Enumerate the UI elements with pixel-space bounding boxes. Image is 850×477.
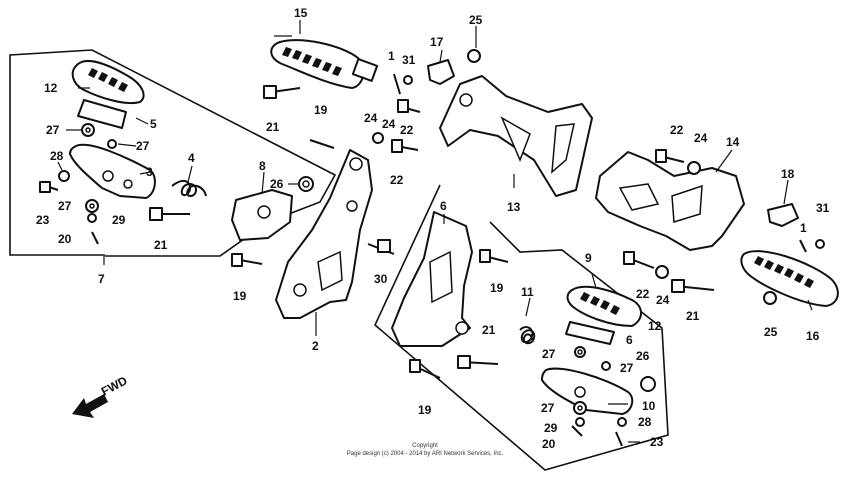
callout-29-lower: 29	[544, 421, 558, 435]
callout-24-center: 24	[656, 293, 670, 307]
callout-22-mid: 22	[390, 173, 404, 187]
footpeg-rubber-15[interactable]	[270, 39, 379, 89]
callout-24-right: 24	[694, 131, 708, 145]
callout-31: 31	[402, 53, 416, 67]
leader-lines	[57, 20, 813, 443]
callout-12: 12	[44, 81, 58, 95]
callout-25-right: 25	[764, 325, 778, 339]
assembly-frame-7	[9, 49, 337, 257]
callout-17: 17	[430, 35, 444, 49]
bracket-14[interactable]	[595, 151, 745, 251]
callout-20: 20	[58, 232, 72, 246]
forward-arrow-icon: FWD	[72, 373, 130, 418]
footpeg-rubber-12[interactable]	[71, 60, 145, 104]
clip-17[interactable]	[427, 59, 455, 85]
callout-2: 2	[312, 339, 319, 353]
callout-27-lower: 27	[541, 401, 555, 415]
callout-26-left: 26	[270, 177, 284, 191]
callout-19-top: 19	[314, 103, 328, 117]
callout-22-right: 22	[670, 123, 684, 137]
callout-23: 23	[36, 213, 50, 227]
callout-12-center: 12	[648, 319, 662, 333]
callout-8: 8	[259, 159, 266, 173]
callout-20-lower: 20	[542, 437, 556, 451]
clip-18[interactable]	[767, 203, 799, 227]
callout-1-right: 1	[800, 221, 807, 235]
callout-28: 28	[50, 149, 64, 163]
callout-18: 18	[781, 167, 795, 181]
callout-16: 16	[806, 329, 820, 343]
callout-3: 3	[146, 165, 153, 179]
callout-25-top: 25	[469, 13, 483, 27]
callout-19-left: 19	[233, 289, 247, 303]
footpeg-bracket-3[interactable]	[69, 143, 156, 199]
callout-22-center: 22	[636, 287, 650, 301]
copyright-notice: Page design (c) 2004 - 2014 by ARI Netwo…	[346, 451, 504, 457]
callout-7: 7	[98, 272, 105, 286]
callout-19-bottom: 19	[418, 403, 432, 417]
callout-24-mid: 24	[382, 117, 396, 131]
callout-21-right: 21	[686, 309, 700, 323]
spring-4[interactable]	[171, 180, 207, 197]
callout-6: 6	[440, 199, 447, 213]
plate-5[interactable]	[77, 99, 127, 129]
callout-15: 15	[294, 6, 308, 20]
callout-31-right: 31	[816, 201, 830, 215]
callout-27c: 27	[58, 199, 72, 213]
bracket-13[interactable]	[439, 75, 593, 197]
direction-label: FWD	[99, 373, 130, 398]
washers-nuts	[58, 49, 825, 427]
bolt-heads	[39, 85, 685, 373]
callout-6-center: 6	[626, 333, 633, 347]
footpeg-rubber-9[interactable]	[566, 285, 642, 327]
callout-27-center-b: 27	[620, 361, 634, 375]
callout-19-mid: 19	[490, 281, 504, 295]
callout-30: 30	[374, 272, 388, 286]
callout-9: 9	[585, 251, 592, 265]
callout-26-center: 26	[636, 349, 650, 363]
callout-27b: 27	[136, 139, 150, 153]
callout-11: 11	[521, 285, 534, 299]
bracket-6[interactable]	[391, 211, 473, 347]
callout-21-left: 21	[154, 238, 168, 252]
footpeg-bracket-10[interactable]	[541, 367, 634, 415]
assembly-frame-10	[374, 184, 669, 471]
callout-27: 27	[46, 123, 60, 137]
callout-21-center: 21	[482, 323, 496, 337]
plate-center[interactable]	[565, 321, 615, 345]
callout-24-top: 24	[364, 111, 378, 125]
callout-29: 29	[112, 213, 126, 227]
callout-numbers: 15 25 17 1 31 12 5 27 27 28 3 4 8 26 23 …	[36, 6, 830, 451]
callout-23-lower: 23	[650, 435, 664, 449]
footpeg-rubber-16[interactable]	[740, 250, 839, 307]
spring-11[interactable]	[519, 326, 536, 345]
callout-13: 13	[507, 200, 521, 214]
callout-5: 5	[150, 117, 157, 131]
cover-8[interactable]	[231, 189, 293, 241]
callout-28-lower: 28	[638, 415, 652, 429]
callout-22-top: 22	[400, 123, 414, 137]
callout-10: 10	[642, 399, 656, 413]
bracket-2[interactable]	[275, 149, 373, 319]
callout-1: 1	[388, 49, 395, 63]
copyright-line: Copyright	[412, 443, 438, 449]
callout-14: 14	[726, 135, 740, 149]
callout-21-top: 21	[266, 120, 280, 134]
callout-4: 4	[188, 151, 195, 165]
callout-27-center: 27	[542, 347, 556, 361]
